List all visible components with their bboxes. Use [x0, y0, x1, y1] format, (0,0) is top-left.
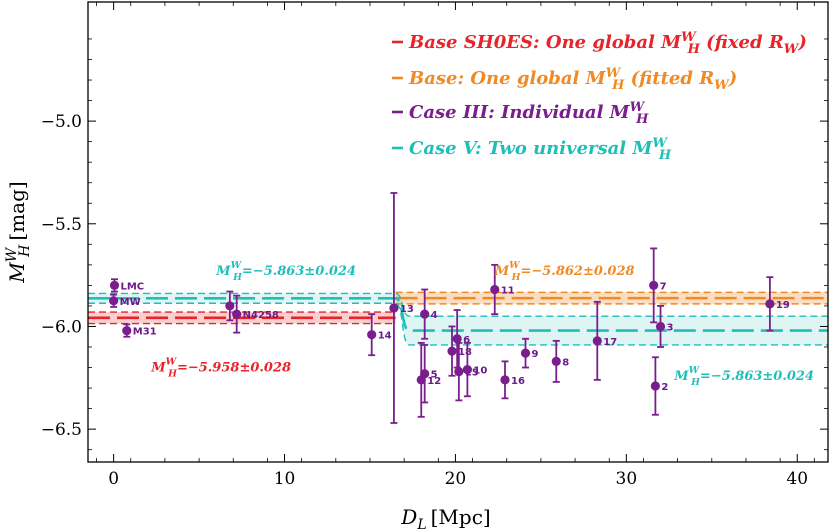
point-label: 3 — [667, 322, 674, 333]
data-point — [367, 330, 377, 340]
data-point — [454, 367, 464, 377]
point-label: 4 — [431, 310, 438, 321]
cyan-band-edge — [88, 292, 828, 317]
cyan-band-center — [88, 297, 828, 332]
point-label: 7 — [660, 281, 667, 292]
data-point — [520, 348, 531, 358]
point-label: MW — [120, 297, 141, 308]
y-axis-title: MWH[mag] — [4, 181, 33, 283]
point-label: 14 — [378, 331, 392, 342]
point-label: 5 — [431, 370, 438, 381]
data-point — [232, 309, 242, 319]
data-point — [389, 303, 399, 313]
x-tick-label: 40 — [786, 469, 808, 489]
y-tick-label: −5.0 — [41, 112, 82, 132]
point-label: 12 — [427, 376, 441, 387]
data-point — [650, 381, 660, 391]
axes-layer: 0 10 20 30 40 −5.0 −5.5 −6.0 −6.5DL[Mpc] MWH[mag] — [4, 1, 829, 529]
data-point — [420, 369, 430, 379]
data-point — [420, 309, 430, 319]
x-tick-label: 10 — [274, 469, 296, 489]
point-label: 18 — [458, 347, 472, 358]
data-point — [109, 296, 119, 306]
data-point — [655, 321, 666, 332]
x-tick-label: 0 — [108, 469, 119, 489]
point-label: 2 — [661, 382, 668, 393]
point-label: 16 — [511, 376, 525, 387]
data-point — [122, 325, 132, 336]
point-label: M31 — [133, 327, 157, 338]
data-point — [765, 299, 775, 309]
y-tick-label: −5.5 — [41, 215, 82, 235]
data-point — [490, 284, 500, 295]
point-label: 9 — [532, 349, 539, 360]
x-tick-label: 20 — [445, 469, 467, 489]
point-label: 19 — [776, 300, 790, 311]
point-label: 13 — [400, 304, 414, 315]
x-axis-title: DL[Mpc] — [400, 505, 490, 529]
plot-frame — [87, 1, 829, 463]
data-point — [592, 336, 602, 346]
y-tick-label: −6.0 — [41, 317, 82, 337]
data-point — [462, 364, 472, 375]
data-point — [551, 356, 561, 366]
data-point — [452, 334, 462, 344]
data-point — [447, 346, 457, 356]
point-label: LMC — [120, 281, 144, 292]
point-label: 11 — [501, 286, 515, 297]
data-point — [649, 280, 659, 290]
x-tick-label: 30 — [616, 469, 638, 489]
point-label: 10 — [473, 366, 487, 377]
data-point — [109, 280, 120, 290]
data-point — [500, 375, 510, 385]
point-label: 8 — [562, 357, 569, 368]
point-label: 15 — [465, 368, 479, 379]
data-point — [225, 301, 235, 311]
point-label: 6 — [463, 335, 470, 346]
cyan-band-edge — [88, 302, 828, 346]
point-label: N4258 — [243, 310, 279, 321]
point-label: 17 — [603, 337, 617, 348]
y-tick-label: −6.5 — [41, 420, 82, 440]
